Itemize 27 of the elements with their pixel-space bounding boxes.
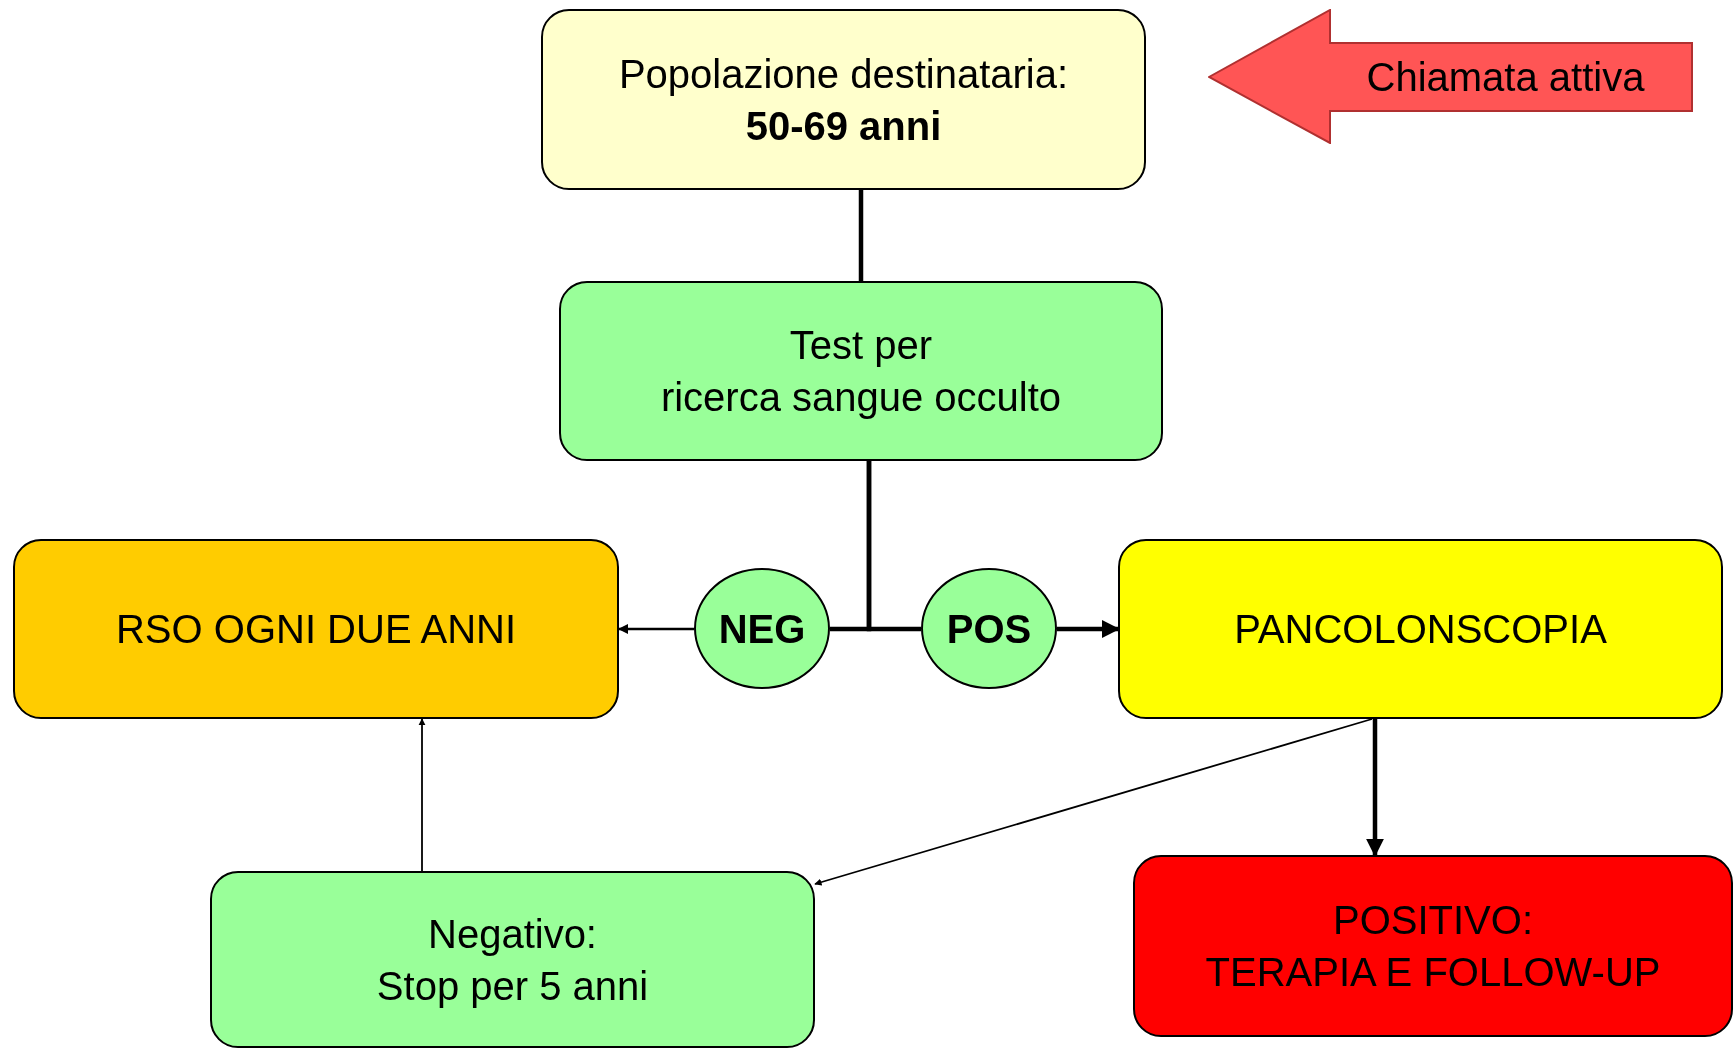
process-box <box>13 539 619 719</box>
process-box <box>541 9 1146 190</box>
node-label: Test per <box>789 322 933 369</box>
process-box <box>1118 539 1723 719</box>
node-label: 50-69 anni <box>745 102 942 150</box>
arrow <box>1057 620 1120 638</box>
connector-line <box>866 461 921 632</box>
node-label: NEG <box>718 605 806 653</box>
node-label: POSITIVO: <box>1332 897 1533 944</box>
node-label: PANCOLONSCOPIA <box>1234 606 1607 653</box>
arrow <box>418 718 426 872</box>
arrow-shape <box>1208 9 1693 144</box>
node-label: Popolazione destinataria: <box>618 50 1069 98</box>
connector-line <box>858 190 864 281</box>
arrow <box>1366 719 1384 857</box>
node-label: TERAPIA E FOLLOW-UP <box>1205 949 1661 996</box>
node-label: Chiamata attiva <box>1366 53 1645 101</box>
process-box <box>210 871 815 1048</box>
arrow <box>618 624 694 634</box>
process-box <box>559 281 1163 461</box>
node-label: Stop per 5 anni <box>376 962 649 1010</box>
process-box <box>1133 855 1733 1037</box>
node-label: POS <box>946 605 1032 653</box>
node-label: ricerca sangue occulto <box>660 374 1062 421</box>
node-label: Negativo: <box>428 910 597 958</box>
node-label: RSO OGNI DUE ANNI <box>115 606 517 653</box>
arrow <box>814 718 1373 886</box>
